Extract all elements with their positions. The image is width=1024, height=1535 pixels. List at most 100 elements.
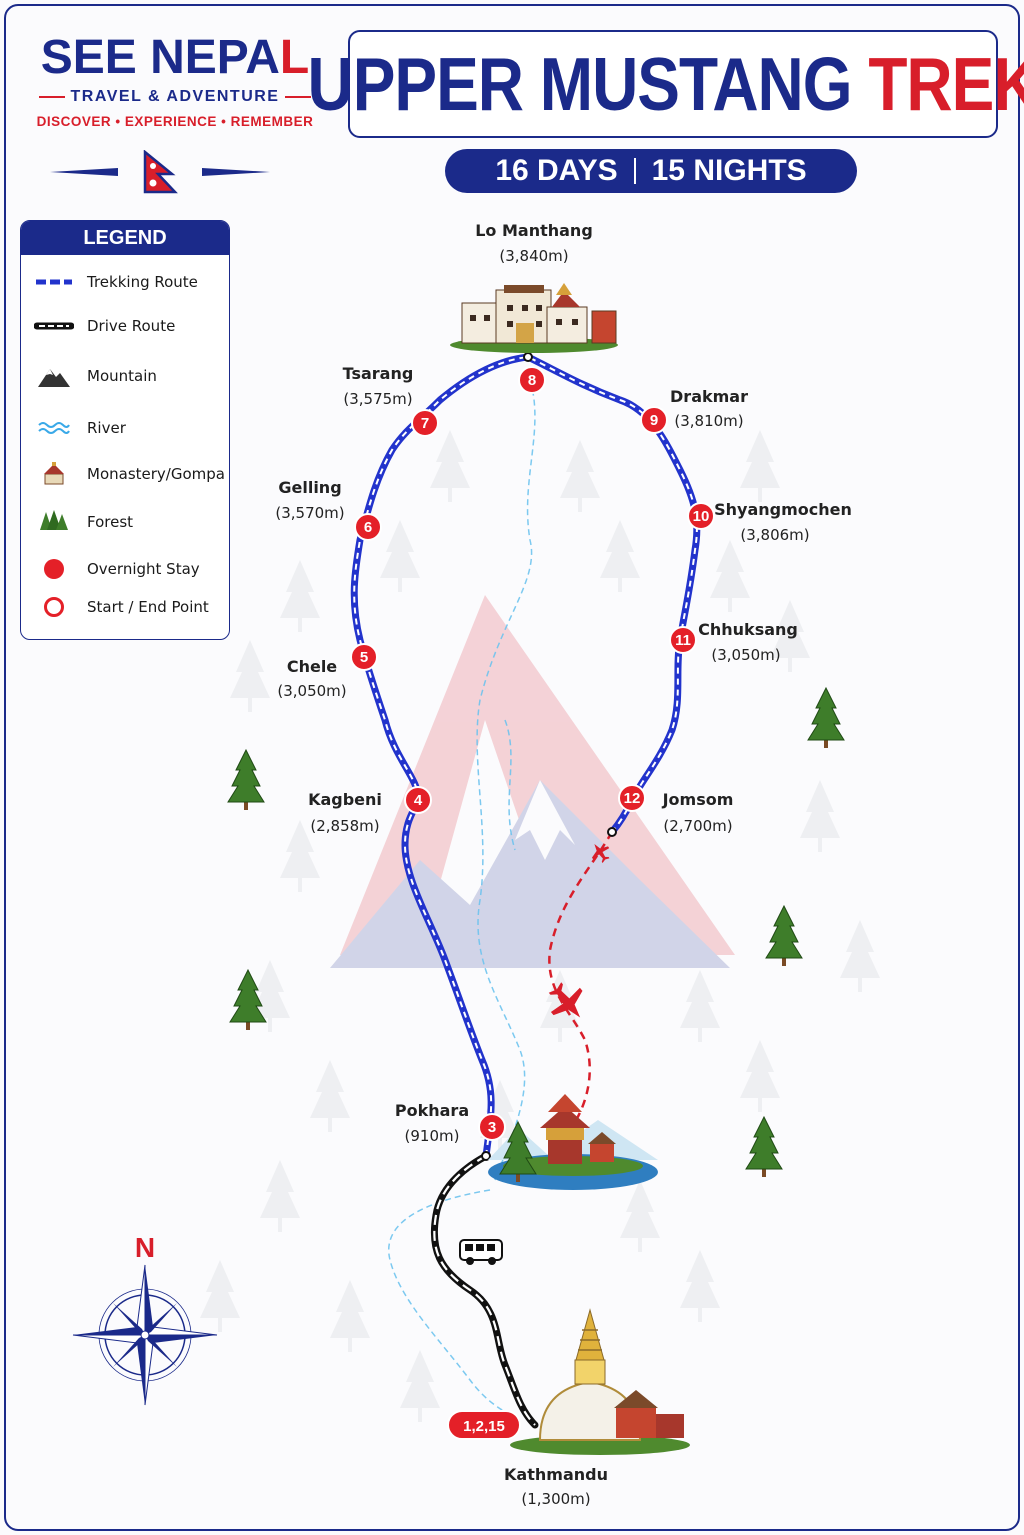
svg-text:(3,806m): (3,806m) bbox=[740, 526, 809, 544]
svg-text:10: 10 bbox=[693, 508, 710, 525]
svg-text:(3,810m): (3,810m) bbox=[674, 412, 743, 430]
place-label-shyangmochen: Shyangmochen (3,806m) bbox=[714, 500, 852, 544]
river bbox=[387, 379, 536, 1421]
stop-badge-5[interactable]: 5 bbox=[350, 643, 378, 671]
svg-text:6: 6 bbox=[364, 519, 372, 536]
place-label-drakmar: Drakmar (3,810m) bbox=[670, 387, 748, 430]
legend-panel: LEGEND Trekking Route Drive Route Mounta… bbox=[20, 220, 230, 640]
stop-badge-9[interactable]: 9 bbox=[640, 406, 668, 434]
svg-text:4: 4 bbox=[414, 792, 423, 809]
svg-text:(3,840m): (3,840m) bbox=[499, 247, 568, 265]
stop-badge-8[interactable]: 8 bbox=[518, 366, 546, 394]
svg-text:Drakmar: Drakmar bbox=[670, 387, 748, 406]
brand-tagline: TRAVEL & ADVENTURE bbox=[20, 88, 330, 106]
brand-logo: SEE NEPAL TRAVEL & ADVENTURE DISCOVER • … bbox=[20, 30, 330, 129]
tree-icon bbox=[745, 1116, 783, 1178]
svg-text:1,2,15: 1,2,15 bbox=[463, 1418, 505, 1435]
airplane-icon bbox=[591, 843, 610, 864]
place-label-gelling: Gelling (3,570m) bbox=[275, 478, 344, 522]
airplane-icon bbox=[548, 982, 583, 1018]
stop-badge-6[interactable]: 6 bbox=[354, 513, 382, 541]
svg-text:Kathmandu: Kathmandu bbox=[504, 1465, 608, 1484]
stop-badge-4[interactable]: 4 bbox=[404, 786, 432, 814]
svg-text:(1,300m): (1,300m) bbox=[521, 1490, 590, 1508]
forest-icon bbox=[40, 510, 68, 530]
trekking-route-line-icon bbox=[36, 279, 72, 285]
svg-text:Gelling: Gelling bbox=[278, 478, 341, 497]
page-frame bbox=[4, 4, 1020, 1531]
svg-text:Tsarang: Tsarang bbox=[343, 364, 414, 383]
duration-nights: 15 NIGHTS bbox=[651, 154, 807, 187]
svg-text:(3,570m): (3,570m) bbox=[275, 504, 344, 522]
svg-text:(910m): (910m) bbox=[405, 1127, 460, 1145]
svg-text:9: 9 bbox=[650, 412, 658, 429]
flight-route-path bbox=[548, 831, 614, 1123]
place-label-kagbeni: Kagbeni (2,858m) bbox=[308, 790, 382, 835]
svg-text:(3,050m): (3,050m) bbox=[277, 682, 346, 700]
overnight-stay-dot-icon bbox=[44, 559, 64, 579]
svg-text:Shyangmochen: Shyangmochen bbox=[714, 500, 852, 519]
legend-item-trekking-route: Trekking Route bbox=[21, 267, 229, 297]
river-icon bbox=[38, 422, 70, 434]
stop-badge-12[interactable]: 12 bbox=[618, 784, 646, 812]
place-label-chhuksang: Chhuksang (3,050m) bbox=[698, 620, 798, 664]
legend-item-forest: Forest bbox=[21, 507, 229, 537]
svg-text:Pokhara: Pokhara bbox=[395, 1101, 469, 1120]
svg-text:8: 8 bbox=[528, 372, 536, 389]
pokhara-lake-temple-illustration bbox=[488, 1094, 658, 1190]
svg-text:3: 3 bbox=[488, 1119, 496, 1136]
duration-badge: 16 DAYS 15 NIGHTS bbox=[445, 149, 857, 193]
tree-icon bbox=[765, 905, 803, 967]
stop-badge-11[interactable]: 11 bbox=[669, 626, 697, 654]
stop-badge-10[interactable]: 10 bbox=[687, 502, 715, 530]
kathmandu-boudhanath-stupa-illustration bbox=[510, 1308, 690, 1455]
svg-text:(2,858m): (2,858m) bbox=[310, 817, 379, 835]
duration-days: 16 DAYS bbox=[495, 154, 618, 187]
svg-text:Kagbeni: Kagbeni bbox=[308, 790, 382, 809]
legend-item-monastery: Monastery/Gompa bbox=[21, 459, 229, 489]
place-label-chele: Chele (3,050m) bbox=[277, 657, 346, 700]
place-label-lo-manthang: Lo Manthang (3,840m) bbox=[475, 221, 593, 265]
svg-text:(3,050m): (3,050m) bbox=[711, 646, 780, 664]
svg-text:Jomsom: Jomsom bbox=[662, 790, 734, 809]
van-icon bbox=[459, 1239, 503, 1265]
svg-text:11: 11 bbox=[675, 632, 691, 649]
compass-north-label: N bbox=[135, 1232, 155, 1263]
legend-item-mountain: Mountain bbox=[21, 361, 229, 391]
drive-route-line-icon bbox=[34, 322, 74, 330]
title-banner: UPPER MUSTANG TREK bbox=[307, 30, 1024, 138]
svg-text:(3,575m): (3,575m) bbox=[343, 390, 412, 408]
stop-badge-3[interactable]: 3 bbox=[478, 1113, 506, 1141]
brand-motto: DISCOVER • EXPERIENCE • REMEMBER bbox=[36, 114, 314, 129]
legend-item-start-end-point: Start / End Point bbox=[21, 592, 229, 622]
svg-text:Lo Manthang: Lo Manthang bbox=[475, 221, 593, 240]
svg-text:(2,700m): (2,700m) bbox=[663, 817, 732, 835]
watermark-mountain bbox=[330, 595, 735, 968]
legend-item-drive-route: Drive Route bbox=[21, 311, 229, 341]
drive-route-path bbox=[430, 1152, 539, 1429]
svg-text:7: 7 bbox=[421, 415, 429, 432]
page-title: UPPER MUSTANG TREK bbox=[307, 41, 1024, 127]
place-label-tsarang: Tsarang (3,575m) bbox=[343, 364, 414, 408]
legend-item-river: River bbox=[21, 413, 229, 443]
svg-text:5: 5 bbox=[360, 649, 368, 666]
route-waypoint bbox=[481, 1151, 491, 1161]
legend-heading: LEGEND bbox=[21, 221, 229, 255]
svg-text:12: 12 bbox=[624, 790, 641, 807]
tree-icon bbox=[227, 749, 265, 811]
svg-text:Chhuksang: Chhuksang bbox=[698, 620, 798, 639]
stop-badge-1-2-15[interactable]: 1,2,15 bbox=[447, 1410, 521, 1440]
nepal-flag-icon bbox=[50, 150, 270, 194]
compass-rose: N bbox=[72, 1232, 218, 1406]
mountain-icon bbox=[38, 369, 70, 387]
route-waypoint bbox=[607, 827, 617, 837]
start-end-ring-icon bbox=[44, 597, 64, 617]
monastery-icon bbox=[44, 462, 64, 485]
place-label-jomsom: Jomsom (2,700m) bbox=[662, 790, 734, 835]
brand-name: SEE NEPAL bbox=[40, 31, 310, 84]
legend-item-overnight-stay: Overnight Stay bbox=[21, 554, 229, 584]
tree-icon bbox=[807, 687, 845, 749]
svg-text:Chele: Chele bbox=[287, 657, 337, 676]
stop-badge-7[interactable]: 7 bbox=[411, 409, 439, 437]
